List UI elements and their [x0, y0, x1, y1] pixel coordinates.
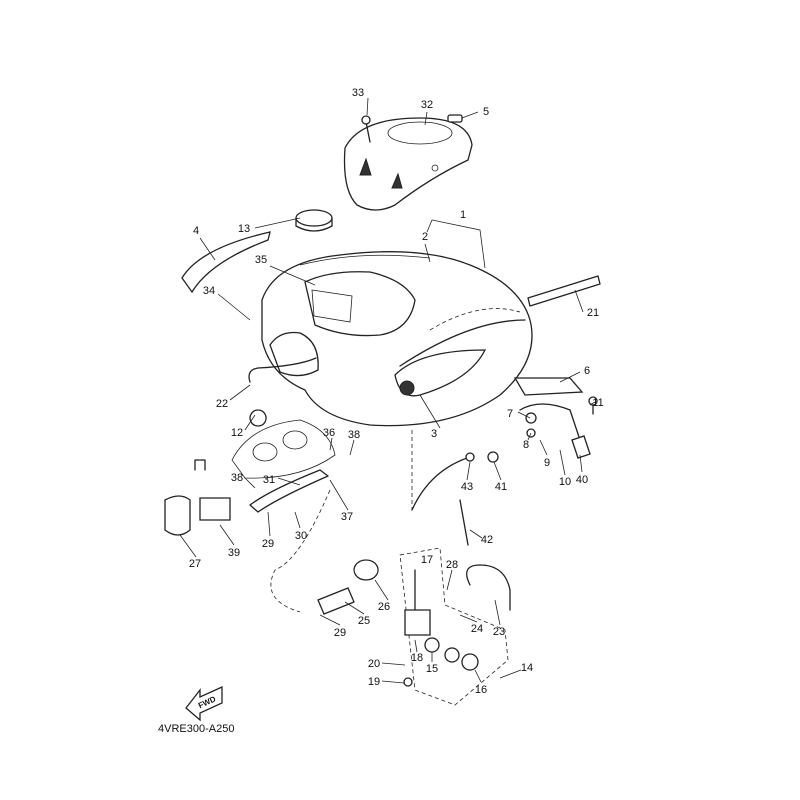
- label-39: 39: [228, 547, 240, 559]
- label-12: 12: [231, 427, 243, 439]
- label-29b: 29: [334, 627, 346, 639]
- trim-21: [527, 275, 601, 307]
- label-29a: 29: [262, 538, 274, 550]
- label-43: 43: [461, 481, 473, 493]
- bolts: [525, 396, 598, 438]
- label-40: 40: [576, 474, 588, 486]
- label-16: 16: [475, 684, 487, 696]
- label-2: 2: [422, 231, 428, 243]
- fuel-line: [270, 489, 331, 613]
- label-34: 34: [203, 285, 215, 297]
- label-37: 37: [341, 511, 353, 523]
- label-18: 18: [411, 652, 423, 664]
- label-33: 33: [352, 87, 364, 99]
- label-22: 22: [216, 398, 228, 410]
- leader-lines: [179, 97, 596, 684]
- petcock: [403, 564, 511, 687]
- label-8: 8: [523, 439, 529, 451]
- cable-42: [411, 456, 471, 511]
- diagram-code: 4VRE300-A250: [158, 723, 234, 735]
- fuel-cap: [295, 209, 333, 232]
- bracket-7: [519, 403, 581, 441]
- label-32: 32: [421, 99, 433, 111]
- label-17: 17: [421, 554, 433, 566]
- fuel-tank: [261, 251, 533, 427]
- label-3: 3: [431, 428, 437, 440]
- screw-33: [361, 115, 371, 143]
- bracket-6: [513, 377, 584, 396]
- part-labels: 1 2 3 4 5 6 7 8 9 10 11 12 13 14 15 16 1…: [189, 87, 604, 696]
- label-21: 21: [587, 307, 599, 319]
- bracket-40: [571, 435, 591, 459]
- label-11: 11: [592, 397, 603, 409]
- label-24: 24: [471, 623, 483, 635]
- label-14: 14: [521, 662, 533, 674]
- tank-cover: [343, 117, 473, 211]
- trim-4: [181, 231, 271, 294]
- label-7: 7: [507, 408, 513, 420]
- label-20: 20: [368, 658, 380, 670]
- label-26: 26: [378, 601, 390, 613]
- label-1: 1: [460, 209, 466, 221]
- label-23: 23: [493, 626, 505, 638]
- label-31: 31: [263, 474, 275, 486]
- label-6: 6: [584, 365, 590, 377]
- rod-42: [459, 499, 469, 546]
- label-38b: 38: [231, 472, 243, 484]
- label-41: 41: [495, 481, 507, 493]
- label-5: 5: [483, 106, 489, 118]
- label-15: 15: [426, 663, 438, 675]
- label-4: 4: [193, 225, 199, 237]
- label-35: 35: [255, 254, 267, 266]
- label-13: 13: [238, 223, 250, 235]
- label-19: 19: [368, 676, 380, 688]
- label-42: 42: [481, 534, 493, 546]
- label-25: 25: [358, 615, 370, 627]
- label-30: 30: [295, 530, 307, 542]
- petcock-box: [399, 547, 509, 706]
- label-27: 27: [189, 558, 201, 570]
- fuel-filter: [317, 559, 379, 615]
- label-28: 28: [446, 559, 458, 571]
- fwd-arrow: FWD: [185, 685, 223, 722]
- pad-5: [447, 114, 463, 123]
- label-36: 36: [323, 427, 335, 439]
- label-9: 9: [544, 457, 550, 469]
- damper-12: [249, 409, 267, 427]
- hose-22: [248, 357, 317, 383]
- label-38a: 38: [348, 429, 360, 441]
- label-10: 10: [559, 476, 571, 488]
- fuel-pump-assembly: [164, 419, 336, 536]
